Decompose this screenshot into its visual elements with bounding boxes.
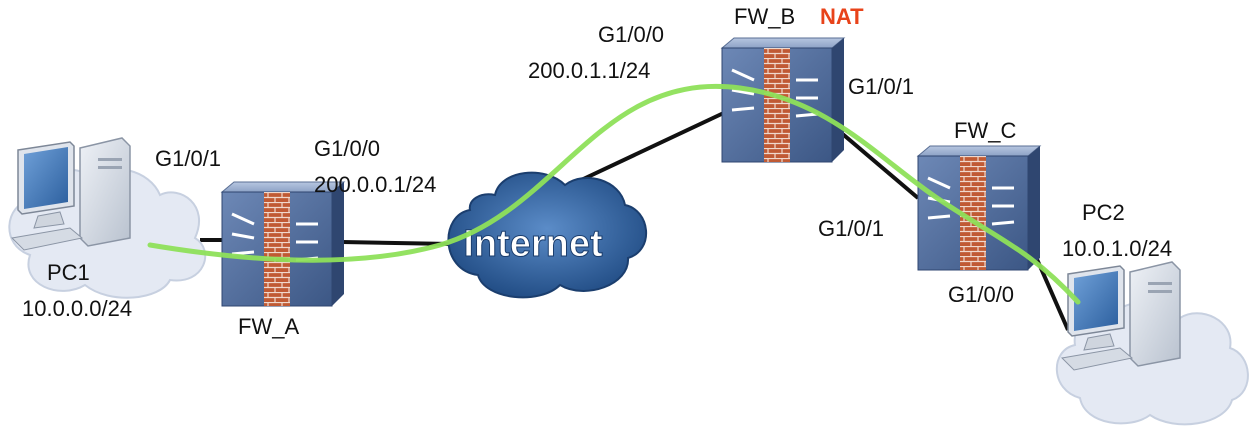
- fwc-name: FW_C: [954, 118, 1017, 143]
- fwa-name: FW_A: [238, 314, 300, 339]
- pc-icon: [1060, 261, 1181, 371]
- fwb-ip-in: 200.0.1.1/24: [528, 58, 651, 83]
- fwb-name: FW_B: [734, 4, 796, 29]
- link-fwa-internet: [341, 240, 453, 246]
- pc1-name: PC1: [47, 260, 90, 285]
- internet-cloud-icon: Internet: [447, 171, 647, 299]
- traffic-path: [147, 83, 1081, 305]
- firewall-icon: [916, 145, 1042, 271]
- pc-icon: [10, 137, 131, 251]
- firewall-icon: [220, 181, 346, 307]
- pc1-subnet: 10.0.0.0/24: [22, 296, 133, 321]
- fwa-port-in: G1/0/1: [155, 146, 222, 171]
- firewall-icon: [720, 37, 846, 163]
- pc2-subnet: 10.0.1.0/24: [1062, 236, 1173, 261]
- fwc-port-out: G1/0/0: [948, 282, 1015, 307]
- link-fwb-fwc: [830, 123, 920, 200]
- nat-badge: NAT: [820, 4, 864, 29]
- link-internet-fwb: [559, 108, 731, 192]
- internet-label: Internet: [463, 223, 603, 265]
- fwc-port-in: G1/0/1: [818, 216, 885, 241]
- fwa-port-out: G1/0/0: [314, 136, 381, 161]
- pc2-name: PC2: [1082, 200, 1125, 225]
- fwb-port-in: G1/0/0: [598, 22, 665, 47]
- fwb-port-out: G1/0/1: [848, 74, 915, 99]
- fwa-ip-out: 200.0.0.1/24: [314, 172, 437, 197]
